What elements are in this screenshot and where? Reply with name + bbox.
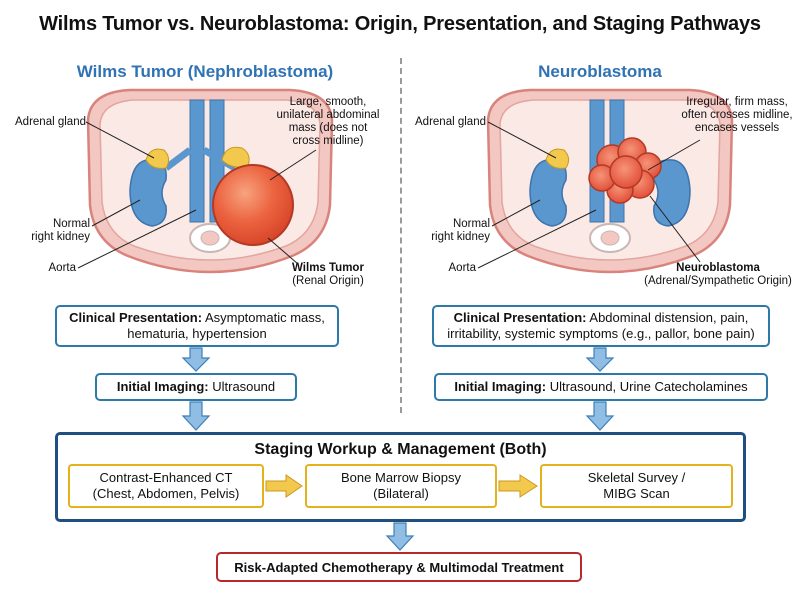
wilms-tumor-origin: (Renal Origin) (292, 275, 364, 287)
wilms-imaging-box: Initial Imaging: Ultrasound (95, 373, 297, 401)
neuro-imaging-box: Initial Imaging: Ultrasound, Urine Catec… (434, 373, 768, 401)
wilms-heading: Wilms Tumor (Nephroblastoma) (76, 62, 334, 81)
neuro-presentation-text-2: irritability, systemic symptoms (e.g., p… (447, 326, 755, 341)
wilms-presentation-text-1: Asymptomatic mass, (204, 310, 325, 325)
wilms-presentation-text-2: hematuria, hypertension (127, 326, 267, 341)
wilms-kidney-label: Normal right kidney (10, 218, 90, 244)
staging-step-bone-marrow-line1: Bone Marrow Biopsy (341, 470, 461, 485)
neuro-adrenal-label: Adrenal gland (415, 116, 486, 128)
wilms-mass-line4: cross midline) (292, 135, 364, 147)
neuro-presentation-box: Clinical Presentation: Abdominal distens… (432, 305, 770, 347)
wilms-kidney-line2: right kidney (31, 231, 90, 243)
diagram-title: Wilms Tumor vs. Neuroblastoma: Origin, P… (39, 13, 761, 35)
wilms-imaging-label: Initial Imaging: (116, 379, 209, 394)
neuro-aorta-label: Aorta (448, 262, 477, 274)
wilms-presentation-label: Clinical Presentation: (69, 310, 203, 325)
wilms-presentation-box: Clinical Presentation: Asymptomatic mass… (55, 305, 339, 347)
staging-step-ct: Contrast-Enhanced CT (Chest, Abdomen, Pe… (68, 464, 264, 508)
neuro-presentation-text-1: Abdominal distension, pain, (589, 310, 749, 325)
wilms-cross-section (77, 88, 334, 274)
wilms-aorta-label: Aorta (48, 262, 77, 274)
wilms-mass-line3: mass (does not (288, 122, 368, 134)
column-divider (400, 58, 402, 413)
neuro-mass-line3: encases vessels (694, 122, 780, 134)
neuro-imaging-text: Ultrasound, Urine Catecholamines (549, 379, 748, 394)
staging-step-bone-marrow: Bone Marrow Biopsy (Bilateral) (305, 464, 497, 508)
neuro-kidney-line1: Normal (452, 218, 490, 230)
wilms-mass-line2: unilateral abdominal (276, 109, 380, 121)
neuroblastoma-heading: Neuroblastoma (538, 62, 662, 81)
neuro-tumor-origin: (Adrenal/Sympathetic Origin) (644, 275, 792, 287)
neuro-tumor-name: Neuroblastoma (676, 262, 760, 274)
staging-step-ct-line2: (Chest, Abdomen, Pelvis) (92, 486, 240, 501)
neuroblastoma-cross-section (477, 88, 734, 274)
neuro-mass-description: Irregular, firm mass, often crosses midl… (674, 96, 800, 135)
wilms-mass-line1: Large, smooth, (289, 96, 367, 108)
wilms-tumor-label: Wilms Tumor (Renal Origin) (278, 262, 378, 288)
staging-step-bone-marrow-line2: (Bilateral) (373, 486, 429, 501)
staging-step-ct-line1: Contrast-Enhanced CT (99, 470, 233, 485)
staging-step-skeletal-line2: MIBG Scan (603, 486, 670, 501)
neuro-mass-line1: Irregular, firm mass, (686, 96, 788, 108)
wilms-kidney-line1: Normal (52, 218, 90, 230)
neuro-presentation-label: Clinical Presentation: (453, 310, 587, 325)
wilms-imaging-text: Ultrasound (212, 379, 276, 394)
final-treatment-box: Risk-Adapted Chemotherapy & Multimodal T… (216, 552, 582, 582)
wilms-tumor-name: Wilms Tumor (292, 262, 364, 274)
neuro-kidney-line2: right kidney (431, 231, 490, 243)
wilms-mass-description: Large, smooth, unilateral abdominal mass… (268, 96, 388, 148)
staging-title: Staging Workup & Management (Both) (254, 441, 547, 458)
neuro-mass-line2: often crosses midline, (681, 109, 793, 121)
neuro-tumor-label: Neuroblastoma (Adrenal/Sympathetic Origi… (636, 262, 800, 288)
staging-step-skeletal: Skeletal Survey / MIBG Scan (540, 464, 733, 508)
neuro-imaging-label: Initial Imaging: (454, 379, 547, 394)
neuro-kidney-label: Normal right kidney (410, 218, 490, 244)
staging-step-skeletal-line1: Skeletal Survey / (587, 470, 686, 485)
wilms-adrenal-label: Adrenal gland (15, 116, 86, 128)
